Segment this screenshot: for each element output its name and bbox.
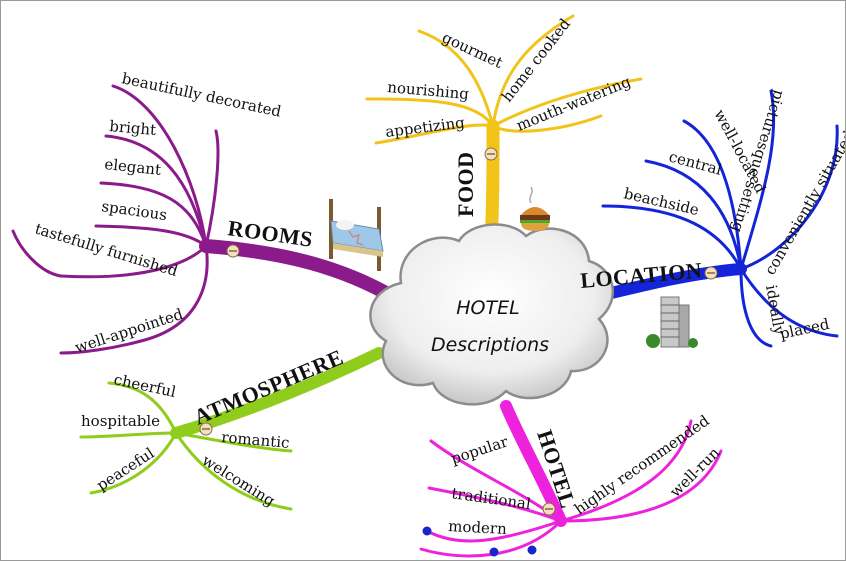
food-word: home cooked <box>498 15 574 106</box>
hotel-twig <box>559 419 693 523</box>
rooms-word: beautifully decorated <box>120 69 283 120</box>
location-twig <box>682 119 743 271</box>
food-heading: FOOD <box>453 151 478 217</box>
location-twig <box>644 159 743 271</box>
atmosphere-twig <box>79 431 178 439</box>
hotel-twig <box>427 486 563 523</box>
rooms-twig <box>99 181 208 248</box>
location-branch <box>580 89 839 348</box>
atmosphere-word: peaceful <box>93 444 157 494</box>
atmosphere-word: hospitable <box>81 412 160 430</box>
location-heading: LOCATION <box>579 257 703 293</box>
rooms-twig <box>11 229 208 279</box>
atmosphere-twig <box>174 431 293 453</box>
atmosphere-word: romantic <box>221 428 291 452</box>
atmosphere-collapse-toggle[interactable] <box>199 422 213 436</box>
rooms-twig <box>204 129 220 248</box>
rooms-collapse-toggle[interactable] <box>226 244 240 258</box>
hotel-word: modern <box>448 517 508 538</box>
location-word: central <box>667 147 724 178</box>
food-twig <box>491 77 643 128</box>
hotel-collapse-toggle[interactable] <box>542 502 556 516</box>
food-word: appetizing <box>384 113 466 141</box>
food-twig <box>491 114 603 133</box>
atmosphere-word: welcoming <box>199 451 279 510</box>
center-title: HOTEL <box>456 297 519 319</box>
center-subtitle: Descriptions <box>431 334 549 356</box>
rooms-word: bright <box>109 117 157 139</box>
hotel-word: popular <box>449 432 511 468</box>
location-word: beachside <box>622 184 701 219</box>
hotel-twig <box>425 519 563 543</box>
food-twig <box>417 29 495 128</box>
hotel-word: traditional <box>450 484 532 513</box>
hotel-twig <box>559 449 723 523</box>
atmosphere-twig <box>174 431 293 511</box>
rooms-twig <box>59 244 209 355</box>
rooms-twig <box>111 84 208 248</box>
blue-dot <box>527 545 537 555</box>
blue-dot <box>489 547 499 557</box>
central-cloud: HOTEL Descriptions <box>369 223 615 406</box>
bed-icon <box>329 199 384 271</box>
food-twig <box>374 123 495 145</box>
location-collapse-toggle[interactable] <box>704 266 718 280</box>
location-twig <box>739 267 773 348</box>
rooms-word: spacious <box>100 197 168 224</box>
food-branch <box>365 14 643 248</box>
location-twig <box>739 124 839 271</box>
rooms-twig <box>94 224 208 248</box>
rooms-twig <box>104 134 208 248</box>
food-twig <box>491 14 575 128</box>
location-twig <box>739 89 776 271</box>
atmosphere-heading: ATMOSPHERE <box>190 344 347 429</box>
atmosphere-twig <box>107 381 178 435</box>
location-twig <box>739 267 839 338</box>
food-word: gourmet <box>439 28 505 72</box>
food-twig <box>365 97 495 128</box>
location-twig <box>601 204 743 271</box>
atmosphere-twig <box>89 431 178 495</box>
blue-dot <box>422 526 432 536</box>
rooms-word: elegant <box>104 155 162 179</box>
atmosphere-word: cheerful <box>112 370 178 401</box>
location-word: conveniently situated <box>761 127 846 278</box>
burger-icon <box>520 186 550 231</box>
building-icon <box>646 296 698 348</box>
food-collapse-toggle[interactable] <box>484 147 498 161</box>
